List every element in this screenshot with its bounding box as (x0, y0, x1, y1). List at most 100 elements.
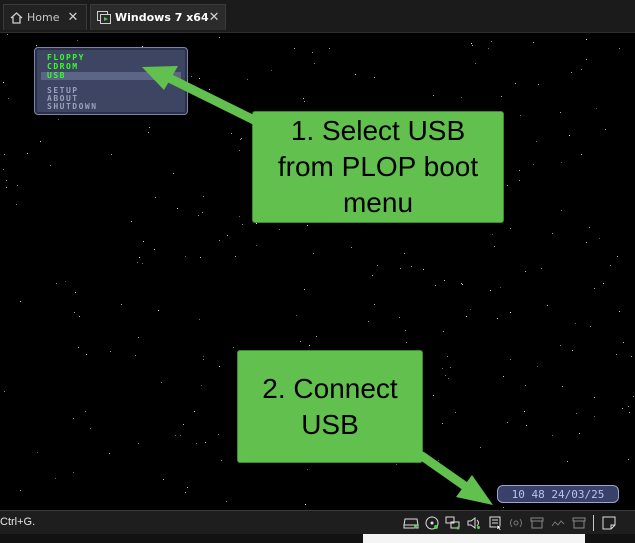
tab-bar: Home ✕ Windows 7 x64 ✕ (0, 0, 635, 33)
sound-icon[interactable] (463, 514, 484, 532)
star (185, 256, 186, 257)
star (4, 154, 5, 155)
star (629, 412, 630, 413)
star (17, 185, 18, 186)
tab-home[interactable]: Home ✕ (3, 4, 87, 30)
star (448, 378, 449, 379)
star (510, 228, 511, 229)
star (519, 180, 520, 181)
star (470, 309, 471, 310)
star (628, 459, 629, 460)
boot-item-about[interactable]: ABOUT (47, 94, 79, 103)
boot-item-cdrom[interactable]: CDROM (47, 62, 79, 71)
star (226, 501, 227, 502)
star (79, 316, 80, 317)
star (443, 475, 444, 476)
star (374, 77, 375, 78)
star (203, 196, 204, 197)
star (445, 375, 446, 376)
star (579, 433, 580, 434)
boot-item-floppy[interactable]: FLOPPY (47, 53, 85, 62)
star (526, 425, 527, 426)
star (605, 129, 606, 130)
star (377, 265, 378, 266)
tab-home-label: Home (27, 11, 60, 24)
star (312, 52, 313, 53)
star (507, 185, 508, 186)
star (472, 45, 473, 46)
star (562, 386, 563, 387)
star (561, 210, 562, 211)
star (462, 284, 463, 285)
star (77, 40, 78, 41)
hard-disk-icon[interactable] (400, 514, 421, 532)
star (187, 487, 188, 488)
star (541, 268, 542, 269)
star (90, 428, 91, 429)
star (239, 216, 240, 217)
star (433, 95, 434, 96)
star (155, 197, 156, 198)
star (219, 366, 220, 367)
star (240, 115, 241, 116)
star (203, 359, 204, 360)
star (594, 397, 595, 398)
star (3, 169, 4, 170)
tab-windows-7-x64[interactable]: Windows 7 x64 ✕ (90, 4, 226, 30)
star (594, 288, 595, 289)
boot-item-shutdown[interactable]: SHUTDOWN (47, 102, 98, 111)
printer-icon[interactable] (526, 514, 547, 532)
star (619, 311, 620, 312)
close-icon[interactable]: ✕ (208, 10, 220, 25)
shared-folder-icon[interactable] (547, 514, 568, 532)
star (50, 165, 51, 166)
star (519, 170, 520, 171)
star (633, 396, 634, 397)
star (329, 48, 330, 49)
star (199, 319, 200, 320)
star (510, 312, 511, 313)
star (503, 507, 504, 508)
serial-port-icon[interactable] (505, 514, 526, 532)
callout-step-2-line-1: 2. Connect (262, 372, 398, 404)
plop-boot-menu: FLOPPY CDROM USB SETUP ABOUT SHUTDOWN (34, 47, 188, 115)
vm-screen[interactable]: FLOPPY CDROM USB SETUP ABOUT SHUTDOWN 1.… (0, 33, 635, 510)
star (569, 135, 570, 136)
star (65, 281, 66, 282)
cd-drive-icon[interactable] (421, 514, 442, 532)
star (411, 266, 412, 267)
star (610, 265, 611, 266)
star (55, 478, 56, 479)
star (525, 271, 526, 272)
star (209, 89, 210, 90)
close-icon[interactable]: ✕ (67, 10, 79, 25)
star (227, 235, 228, 236)
star (219, 240, 220, 241)
archive-icon[interactable] (568, 514, 589, 532)
star (27, 153, 28, 154)
star (547, 305, 548, 306)
star (86, 354, 87, 355)
star (73, 472, 74, 473)
star (3, 82, 4, 83)
star (36, 45, 37, 46)
star (309, 345, 310, 346)
boot-item-usb[interactable]: USB (47, 71, 66, 80)
star (279, 229, 280, 230)
star (537, 366, 538, 367)
star (586, 39, 587, 40)
star (173, 173, 174, 174)
star (492, 234, 493, 235)
star (142, 263, 143, 264)
star (466, 316, 467, 317)
network-icon[interactable] (442, 514, 463, 532)
message-icon[interactable] (598, 514, 619, 532)
star (205, 442, 206, 443)
star (525, 385, 526, 386)
star (201, 385, 202, 386)
boot-item-setup[interactable]: SETUP (47, 86, 79, 95)
star (37, 452, 38, 453)
star (475, 63, 476, 64)
usb-device-icon[interactable] (484, 514, 505, 532)
star (438, 460, 439, 461)
